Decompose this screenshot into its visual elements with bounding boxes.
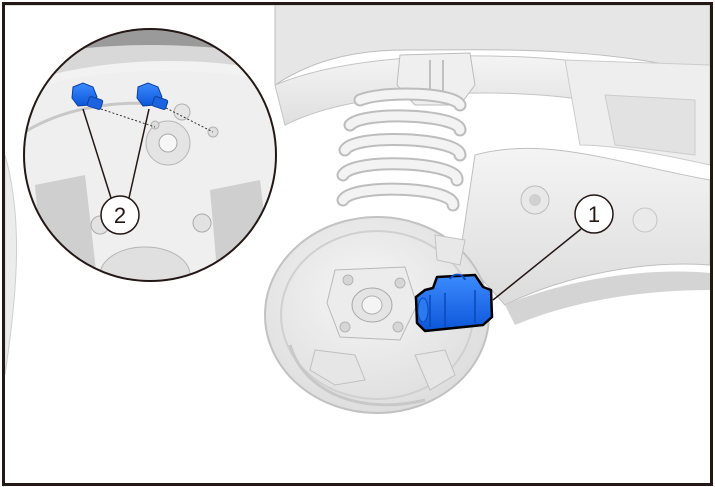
coil-spring xyxy=(336,87,467,212)
callout-1-label: 1 xyxy=(588,202,600,227)
axle-beam xyxy=(459,59,710,325)
detail-inset: 2 xyxy=(17,22,283,288)
mounting-bolt-left xyxy=(71,82,104,110)
callout-2-circle xyxy=(100,195,140,235)
callout-2-label: 2 xyxy=(114,203,126,228)
brake-backing-plate xyxy=(264,216,490,414)
brake-assembly-illustration: 1 xyxy=(5,5,710,414)
callout-1: 1 xyxy=(492,194,614,301)
mounting-bolt-right xyxy=(136,82,169,110)
wheel-cylinder xyxy=(414,273,494,333)
